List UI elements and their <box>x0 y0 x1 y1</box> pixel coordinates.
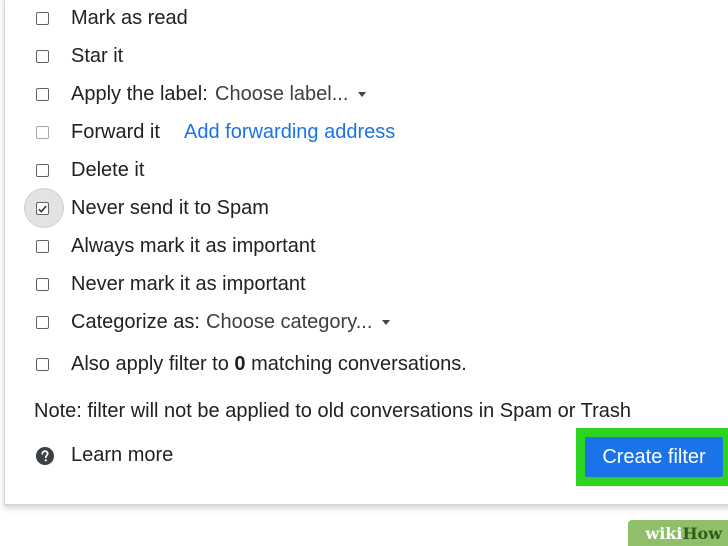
add-forwarding-address-link[interactable]: Add forwarding address <box>184 120 396 143</box>
apply-existing-label: Also apply filter to 0 matching conversa… <box>71 353 467 376</box>
mark-as-read-label: Mark as read <box>71 6 188 29</box>
apply-label-checkbox[interactable] <box>36 88 49 101</box>
apply-existing-prefix: Also apply filter to <box>71 352 235 375</box>
categorize-checkbox[interactable] <box>36 316 49 329</box>
learn-more-link[interactable]: Learn more <box>71 444 174 466</box>
watermark-part1: wiki <box>645 523 683 543</box>
star-it-checkbox[interactable] <box>36 50 49 63</box>
watermark-part2: How <box>682 523 722 543</box>
checkmark-icon <box>38 204 47 213</box>
filter-actions-panel: Mark as read Star it Apply the label: Ch… <box>4 0 728 505</box>
choose-label-value: Choose label... <box>215 82 349 105</box>
always-important-label: Always mark it as important <box>71 234 316 257</box>
categorize-label: Categorize as: <box>71 310 200 333</box>
matching-count: 0 <box>234 352 246 375</box>
never-important-label: Never mark it as important <box>71 272 306 295</box>
caret-down-icon <box>358 91 367 97</box>
star-it-label: Star it <box>71 44 124 67</box>
never-important-checkbox[interactable] <box>36 278 49 291</box>
apply-existing-suffix: matching conversations. <box>245 352 467 375</box>
choose-label-dropdown[interactable]: Choose label... <box>215 82 367 106</box>
delete-it-label: Delete it <box>71 158 145 181</box>
filter-note: Note: filter will not be applied to old … <box>34 400 631 422</box>
create-filter-button[interactable]: Create filter <box>585 437 723 477</box>
choose-category-dropdown[interactable]: Choose category... <box>206 310 391 334</box>
caret-down-icon <box>382 319 391 325</box>
apply-existing-checkbox[interactable] <box>36 358 49 371</box>
apply-label-label: Apply the label: <box>71 82 208 105</box>
delete-it-checkbox[interactable] <box>36 164 49 177</box>
always-important-checkbox[interactable] <box>36 240 49 253</box>
forward-it-checkbox[interactable] <box>36 126 49 139</box>
never-send-spam-checkbox[interactable] <box>36 202 49 215</box>
question-circle-icon[interactable] <box>36 447 54 465</box>
mark-as-read-checkbox[interactable] <box>36 12 49 25</box>
choose-category-value: Choose category... <box>206 310 373 333</box>
never-send-spam-label: Never send it to Spam <box>71 196 269 219</box>
forward-it-label: Forward it <box>71 120 160 143</box>
